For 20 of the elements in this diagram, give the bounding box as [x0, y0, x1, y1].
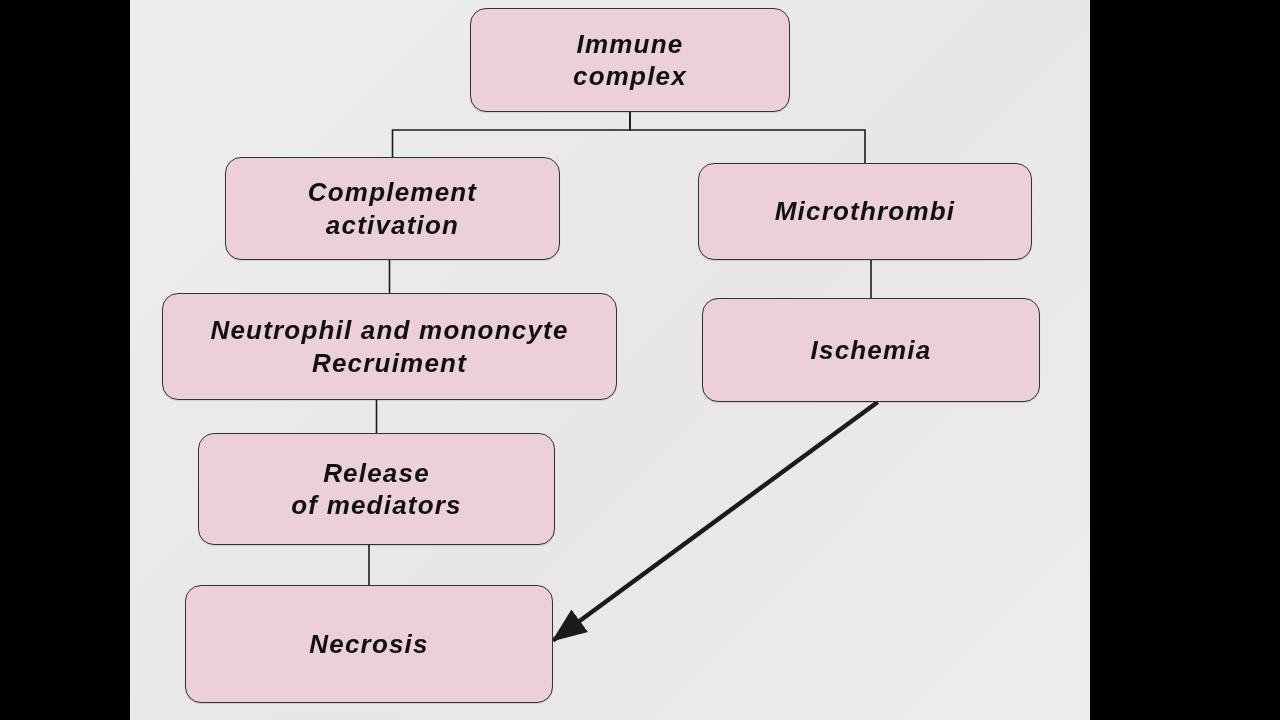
connector-line	[870, 259, 872, 299]
connector-line	[375, 399, 378, 434]
node-label: Necrosis	[309, 627, 429, 661]
process-box	[470, 8, 790, 112]
node-label: Complement activation	[307, 176, 478, 241]
process-box	[225, 157, 560, 260]
connector-line	[388, 259, 391, 294]
node-label: Microthrombi	[774, 195, 956, 228]
node-label: Ischemia	[810, 333, 932, 367]
arrow	[551, 400, 880, 643]
process-box	[185, 585, 553, 703]
connector-line	[368, 544, 370, 586]
node-label: Release of mediators	[291, 456, 462, 522]
process-box	[162, 293, 617, 400]
connector-line	[629, 111, 866, 164]
process-box	[698, 163, 1032, 260]
process-box	[198, 433, 555, 545]
node-label: Immune complex	[573, 27, 687, 93]
process-box	[702, 298, 1040, 402]
node-label: Neutrophil and mononcyte Recruiment	[210, 314, 569, 379]
